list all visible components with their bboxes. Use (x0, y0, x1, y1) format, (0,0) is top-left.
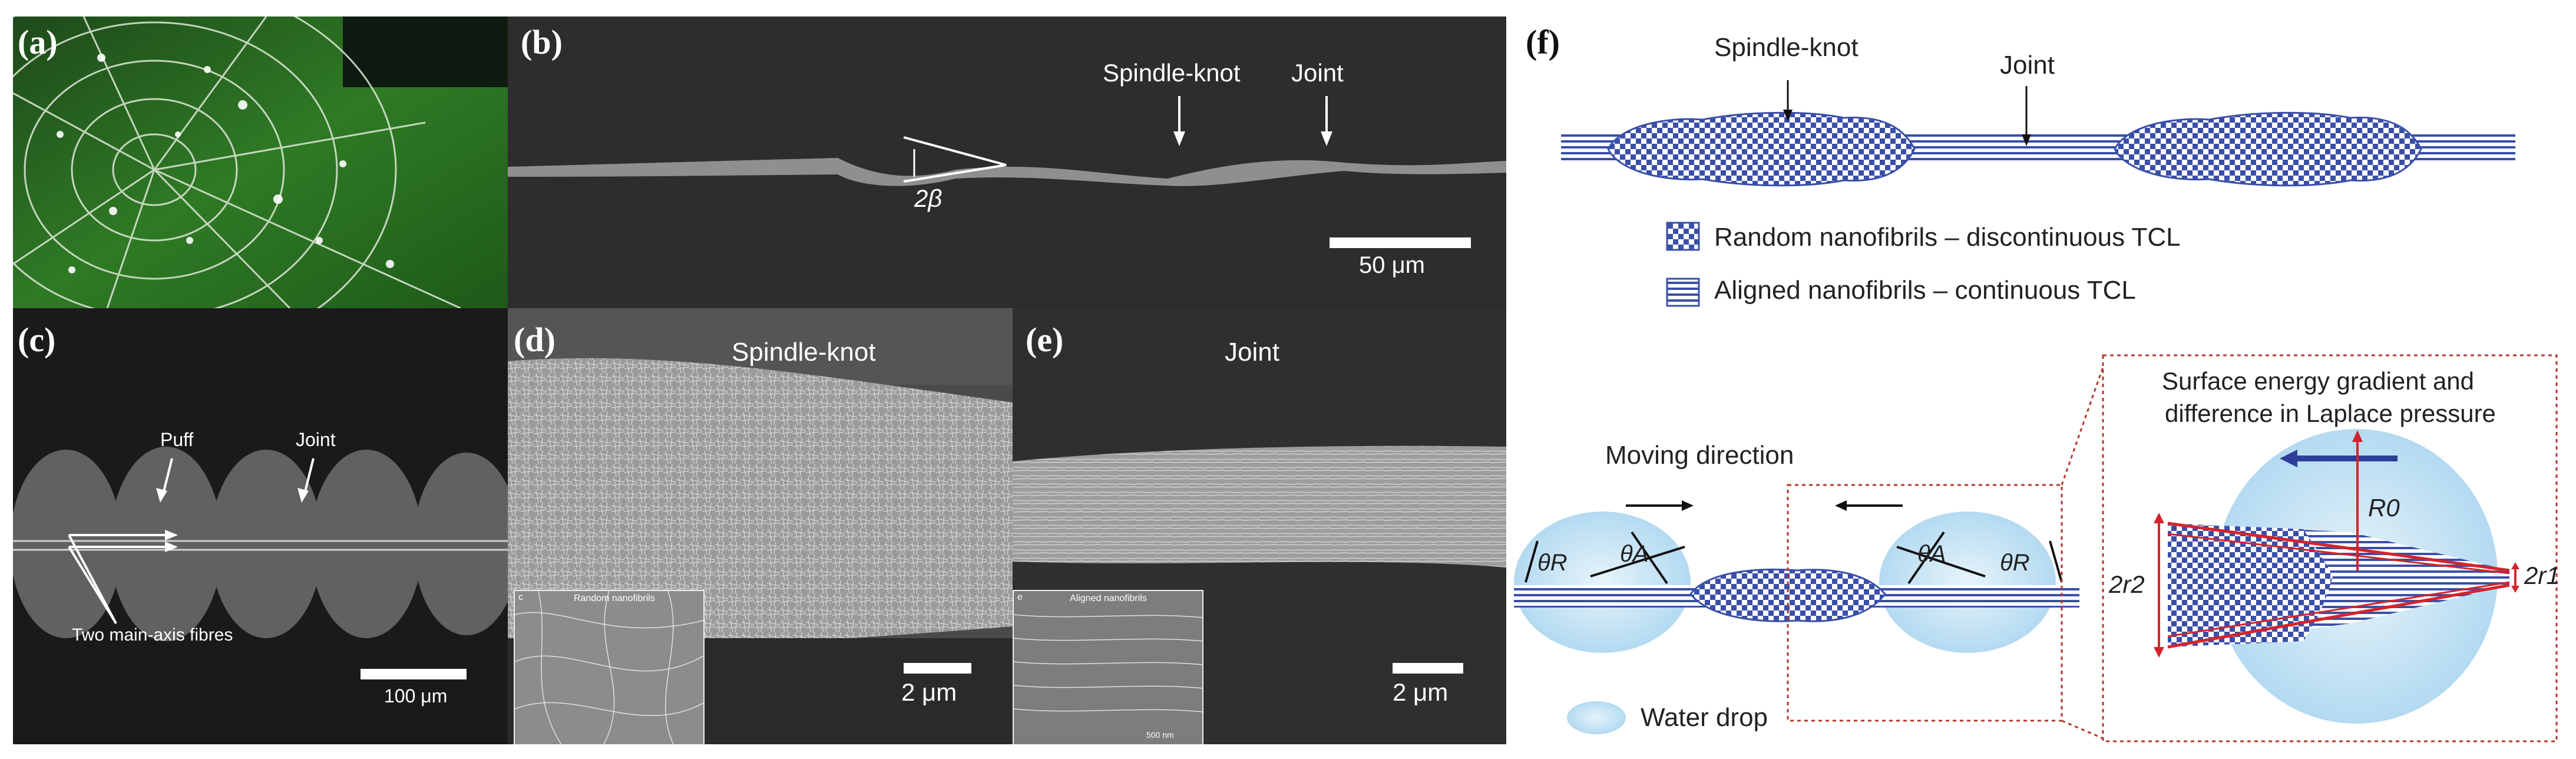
angle-label: 2β (914, 184, 943, 212)
panel-a-label: (a) (18, 23, 58, 61)
r0-label: R0 (2368, 494, 2400, 522)
panel-b-label: (b) (521, 23, 563, 61)
theta-r-left: θR (1537, 550, 1568, 576)
legend-random: Random nanofibrils – discontinuous TCL (1714, 223, 2181, 252)
inset-d-title: Random nanofibrils (574, 593, 655, 603)
r2-label: 2r2 (2109, 570, 2145, 598)
theta-a-right: θA (1917, 541, 1946, 567)
inset-e: e Aligned nanofibrils 500 nm (1013, 590, 1203, 744)
scale-bar-c (361, 669, 467, 679)
inset-e-letter: e (1017, 592, 1023, 602)
inset-d: c Random nanofibrils (514, 590, 705, 744)
fiber-micrograph (508, 96, 1506, 186)
puff-joint-micrograph (13, 447, 508, 641)
spindle-knot-title-d: Spindle-knot (732, 338, 876, 367)
inset-e-scale: 500 nm (1146, 730, 1174, 740)
scale-bar-d (904, 663, 971, 674)
joint-label-b: Joint (1291, 59, 1344, 87)
joint-label-c: Joint (296, 429, 336, 450)
zoom-title-line1: Surface energy gradient and (2162, 367, 2475, 395)
zoom-title-line2: difference in Laplace pressure (2165, 400, 2496, 427)
panel-a: (a) (13, 16, 508, 308)
inset-e-title: Aligned nanofibrils (1070, 593, 1147, 603)
spindle-knot-label-b: Spindle-knot (1103, 59, 1241, 87)
theta-a-left: θA (1620, 541, 1649, 567)
fibres-label: Two main-axis fibres (72, 625, 233, 645)
panel-e: (e) Joint e Aligned nanofibrils 500 nm 2… (1013, 308, 1506, 744)
joint-sem (1013, 446, 1506, 567)
panel-c: (c) Puff Joint Two main-axis fibres 100 … (13, 308, 508, 744)
panel-b: (b) Spindle-knot Joint 2β 50 μm (508, 16, 1506, 308)
joint-label-f: Joint (2000, 51, 2055, 80)
scale-text-e: 2 μm (1393, 678, 1449, 706)
scale-bar-b (1330, 237, 1471, 248)
panel-c-label: (c) (18, 321, 56, 359)
panel-f-label: (f) (1526, 23, 1560, 61)
joint-title-e: Joint (1225, 338, 1279, 367)
panel-e-label: (e) (1026, 321, 1064, 359)
puff-label: Puff (160, 429, 194, 450)
scale-text-b: 50 μm (1359, 252, 1425, 278)
scale-bar-e (1393, 663, 1463, 674)
aligned-nanofibrils-inset (1013, 591, 1203, 744)
spindle-knot-label-f: Spindle-knot (1714, 33, 1859, 62)
water-drop-label: Water drop (1641, 703, 1768, 732)
mechanism-schematic (1514, 80, 2558, 742)
panel-d: (d) Spindle-knot c Random nanofibrils 2 … (508, 308, 1013, 744)
panel-d-label: (d) (514, 321, 555, 359)
theta-r-right: θR (2000, 550, 2030, 576)
r1-label: 2r1 (2524, 562, 2560, 589)
moving-direction-label: Moving direction (1605, 441, 1794, 470)
legend-aligned: Aligned nanofibrils – continuous TCL (1714, 276, 2136, 305)
inset-d-letter: c (518, 592, 523, 602)
scale-text-d: 2 μm (901, 678, 957, 706)
spider-web-photo (13, 16, 508, 308)
scale-text-c: 100 μm (384, 685, 448, 707)
random-nanofibrils-inset (514, 590, 704, 744)
panel-f: (f) Spindle-knot Joint Random nanofibril… (1514, 16, 2568, 750)
